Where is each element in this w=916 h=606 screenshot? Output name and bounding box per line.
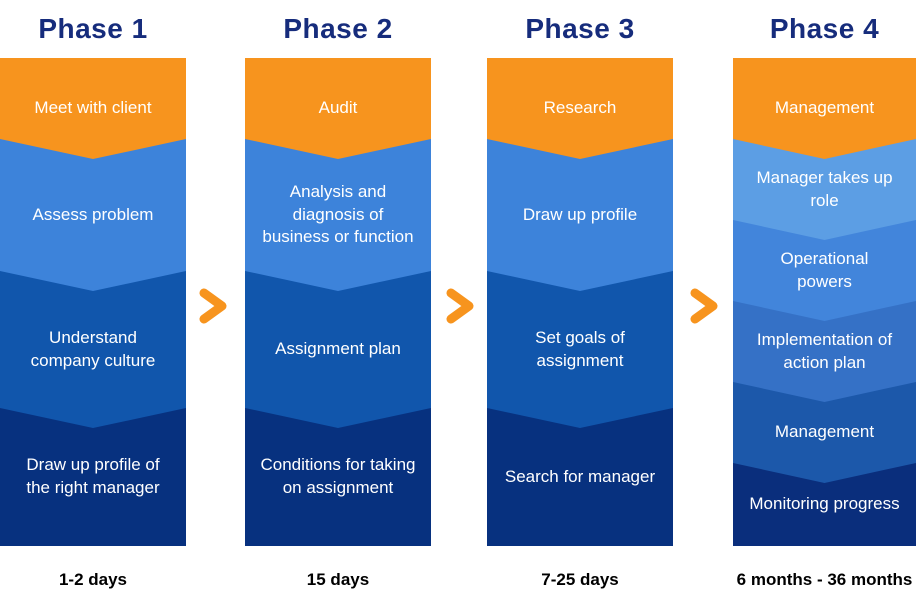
step-label: Operational powers [780, 248, 869, 291]
step-label: Conditions for taking on assignment [260, 455, 416, 497]
duration-label: 6 months - 36 months [736, 570, 913, 589]
step-segment: Understand company culture [0, 271, 186, 428]
step-label: Meet with client [34, 98, 152, 118]
step-segment: Set goals of assignment [487, 271, 673, 428]
phase-title: Phase 2 [283, 13, 393, 44]
step-label: Management [774, 422, 875, 442]
step-label: Monitoring progress [749, 494, 900, 514]
step-label: Understand company culture [30, 327, 156, 370]
step-segment: Search for manager [487, 408, 673, 546]
step-label: Set goals of assignment [535, 327, 625, 370]
next-phase-arrow-icon [687, 288, 721, 324]
step-label: Audit [318, 98, 358, 118]
phase-title: Phase 3 [525, 13, 635, 44]
step-segment: Conditions for taking on assignment [245, 408, 431, 546]
step-segment: Research [487, 58, 673, 159]
duration-label: 7-25 days [541, 570, 619, 589]
step-segment: Analysis and diagnosis of business or fu… [245, 139, 431, 291]
step-label: Draw up profile [522, 204, 638, 224]
step-label: Analysis and diagnosis of business or fu… [262, 181, 414, 247]
step-segment: Operational powers [733, 220, 916, 321]
step-label: Research [543, 98, 617, 118]
step-segment: Assignment plan [245, 271, 431, 428]
phase-title: Phase 4 [769, 13, 880, 44]
step-segment: Audit [245, 58, 431, 159]
step-segment: Management [733, 58, 916, 159]
phase-title: Phase 1 [38, 13, 148, 44]
step-segment: Assess problem [0, 139, 186, 291]
duration-label: 15 days [306, 570, 370, 589]
step-label: Management [774, 98, 875, 118]
step-label: Draw up profile of the right manager [26, 455, 160, 497]
duration-label: 1-2 days [58, 570, 128, 589]
next-phase-arrow-icon [196, 288, 230, 324]
step-segment: Draw up profile [487, 139, 673, 291]
step-label: Search for manager [504, 466, 656, 486]
next-phase-arrow-icon [443, 288, 477, 324]
step-segment: Implementation of action plan [733, 301, 916, 402]
step-label: Manager takes up role [756, 167, 893, 210]
step-segment: Draw up profile of the right manager [0, 408, 186, 546]
step-label: Assignment plan [275, 339, 401, 359]
step-label: Assess problem [32, 204, 154, 224]
step-label: Implementation of action plan [756, 329, 893, 372]
step-segment: Meet with client [0, 58, 186, 159]
